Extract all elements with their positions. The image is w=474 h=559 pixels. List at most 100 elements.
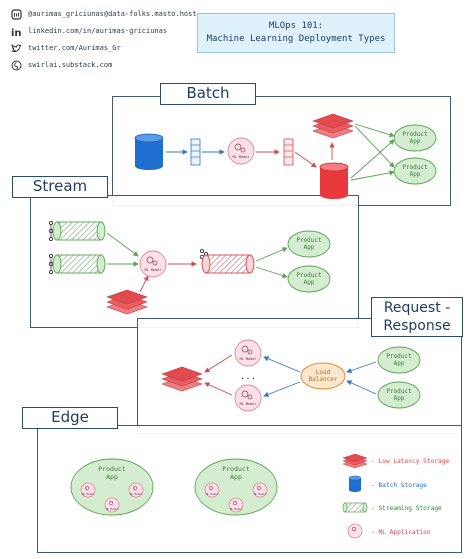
legend-batch-storage-text: - Batch Storage <box>371 482 427 489</box>
title-line-2: Machine Learning Deployment Types <box>206 34 386 44</box>
product-app-stream-2-line-2: App <box>304 279 315 286</box>
ml-model-request-2-label: ML Model <box>240 402 257 406</box>
edge-device-2-model-3-label: ML Model <box>230 507 243 511</box>
product-app-request-1[interactable]: Product App <box>377 346 421 374</box>
low-latency-storage-request <box>161 366 203 392</box>
edge-label: Edge <box>22 407 118 429</box>
ml-model-stream-label: ML Model <box>145 268 162 272</box>
load-balancer-line-1: Load <box>316 369 331 376</box>
request-response-label-line-2: Response <box>383 318 451 334</box>
edge-device-2-line-1: Product <box>222 465 249 473</box>
product-app-request-1-line-2: App <box>394 360 405 367</box>
batch-storage-icon <box>348 475 362 492</box>
ml-model-request-1[interactable]: ML Model <box>234 339 262 367</box>
svg-text:in: in <box>11 28 22 37</box>
batch-arrow-8 <box>350 139 395 179</box>
social-twitter[interactable]: twitter.com/Aurimas_Gr <box>10 42 121 54</box>
load-balancer-line-2: Balancer <box>309 376 338 383</box>
product-app-batch-1-line-2: App <box>410 138 421 145</box>
edge-device-2[interactable]: Product App ML Model ML Model ML Model <box>194 458 278 516</box>
edge-device-1-model-2: ML Model <box>128 482 144 498</box>
low-latency-storage-icon <box>342 453 368 469</box>
edge-device-2-model-1: ML Model <box>204 482 220 498</box>
product-app-request-1-line-1: Product <box>386 353 412 360</box>
ml-model-request-2[interactable]: ML Model <box>234 384 262 412</box>
edge-device-1-line-1: Product <box>98 465 125 473</box>
batch-storage-source <box>134 133 164 170</box>
product-app-request-2[interactable]: Product App <box>377 381 421 409</box>
legend-low-latency-storage: - Low Latency Storage <box>342 453 450 469</box>
product-app-batch-2-line-2: App <box>410 171 421 178</box>
substack-icon <box>10 59 22 71</box>
streaming-storage-stream-2 <box>52 254 106 274</box>
product-app-stream-1[interactable]: Product App <box>287 230 331 258</box>
legend-low-latency-storage-text: - Low Latency Storage <box>371 458 450 465</box>
batch-label: Batch <box>160 83 256 105</box>
stream-arrow-1 <box>106 232 139 257</box>
ellipsis-text: ... <box>240 372 256 382</box>
legend-ml-application: - ML Application <box>347 523 431 539</box>
streaming-storage-stream-1 <box>52 221 106 241</box>
social-linkedin[interactable]: in linkedin.com/in/aurimas-griciunas <box>10 25 168 37</box>
batch-queue-blue <box>190 138 201 166</box>
request-arrow-6 <box>346 380 377 395</box>
product-app-batch-2-line-1: Product <box>402 164 428 171</box>
title-line-1: MLOps 101: <box>268 21 324 31</box>
legend-streaming-storage: - Streaming Storage <box>342 502 442 513</box>
product-app-batch-2[interactable]: Product App <box>393 157 437 185</box>
linkedin-icon: in <box>10 25 22 37</box>
edge-device-1-model-1: ML Model <box>80 482 96 498</box>
product-app-batch-1-line-1: Product <box>402 131 428 138</box>
ml-model-request-1-label: ML Model <box>240 357 257 361</box>
streaming-storage-stream-red <box>201 254 255 274</box>
request-arrow-1 <box>204 354 233 373</box>
stream-arrow-3 <box>139 275 149 293</box>
edge-device-2-model-3: ML Model <box>228 497 244 513</box>
request-arrow-5 <box>346 361 377 374</box>
batch-storage-red <box>319 162 349 199</box>
low-latency-storage-batch <box>312 113 354 139</box>
kafka-icon-stream-2 <box>48 253 54 274</box>
social-mastodon[interactable]: @aurimas_griciunas@data-folks.masto.host <box>10 8 197 20</box>
ml-model-batch[interactable]: ML Model <box>227 137 255 165</box>
title-box: MLOps 101: Machine Learning Deployment T… <box>197 13 395 53</box>
edge-device-2-line-2: App <box>230 473 242 481</box>
edge-device-2-model-2: ML Model <box>252 482 268 498</box>
product-app-batch-1[interactable]: Product App <box>393 124 437 152</box>
ml-model-batch-label: ML Model <box>233 155 250 159</box>
edge-device-1[interactable]: Product App ML Model ML Model ML Model <box>70 458 154 516</box>
request-arrow-3 <box>263 356 301 373</box>
streaming-storage-icon <box>342 502 368 513</box>
stream-arrow-5 <box>255 247 288 262</box>
ml-application-icon <box>347 523 363 539</box>
batch-arrow-4 <box>294 151 317 168</box>
stream-label: Stream <box>12 176 108 198</box>
edge-device-2-model-2-label: ML Model <box>254 492 267 496</box>
product-app-stream-1-line-2: App <box>304 244 315 251</box>
ml-model-stream[interactable]: ML Model <box>139 250 167 278</box>
product-app-request-2-line-2: App <box>394 395 405 402</box>
kafka-icon-stream-1 <box>48 220 54 241</box>
edge-device-1-model-2-label: ML Model <box>130 492 143 496</box>
request-response-label-line-1: Request - <box>383 300 451 316</box>
load-balancer[interactable]: Load Balancer <box>300 362 346 390</box>
social-twitter-text: twitter.com/Aurimas_Gr <box>28 44 121 52</box>
edge-device-1-model-3-label: ML Model <box>106 507 119 511</box>
request-arrow-2 <box>204 382 233 396</box>
product-app-stream-2[interactable]: Product App <box>287 265 331 293</box>
social-substack[interactable]: swirlai.substack.com <box>10 59 112 71</box>
edge-device-2-model-1-label: ML Model <box>206 492 219 496</box>
batch-arrow-7 <box>354 125 395 168</box>
batch-section <box>112 96 451 206</box>
stream-arrow-6 <box>255 266 288 279</box>
low-latency-storage-stream <box>106 289 148 315</box>
product-app-stream-1-line-1: Product <box>296 237 322 244</box>
product-app-request-2-line-1: Product <box>386 388 412 395</box>
social-substack-text: swirlai.substack.com <box>28 61 113 69</box>
edge-device-1-line-2: App <box>106 473 118 481</box>
edge-device-1-model-3: ML Model <box>104 497 120 513</box>
legend-batch-storage: - Batch Storage <box>348 475 427 492</box>
twitter-icon <box>10 42 22 54</box>
social-mastodon-text: @aurimas_griciunas@data-folks.masto.host <box>28 10 197 18</box>
